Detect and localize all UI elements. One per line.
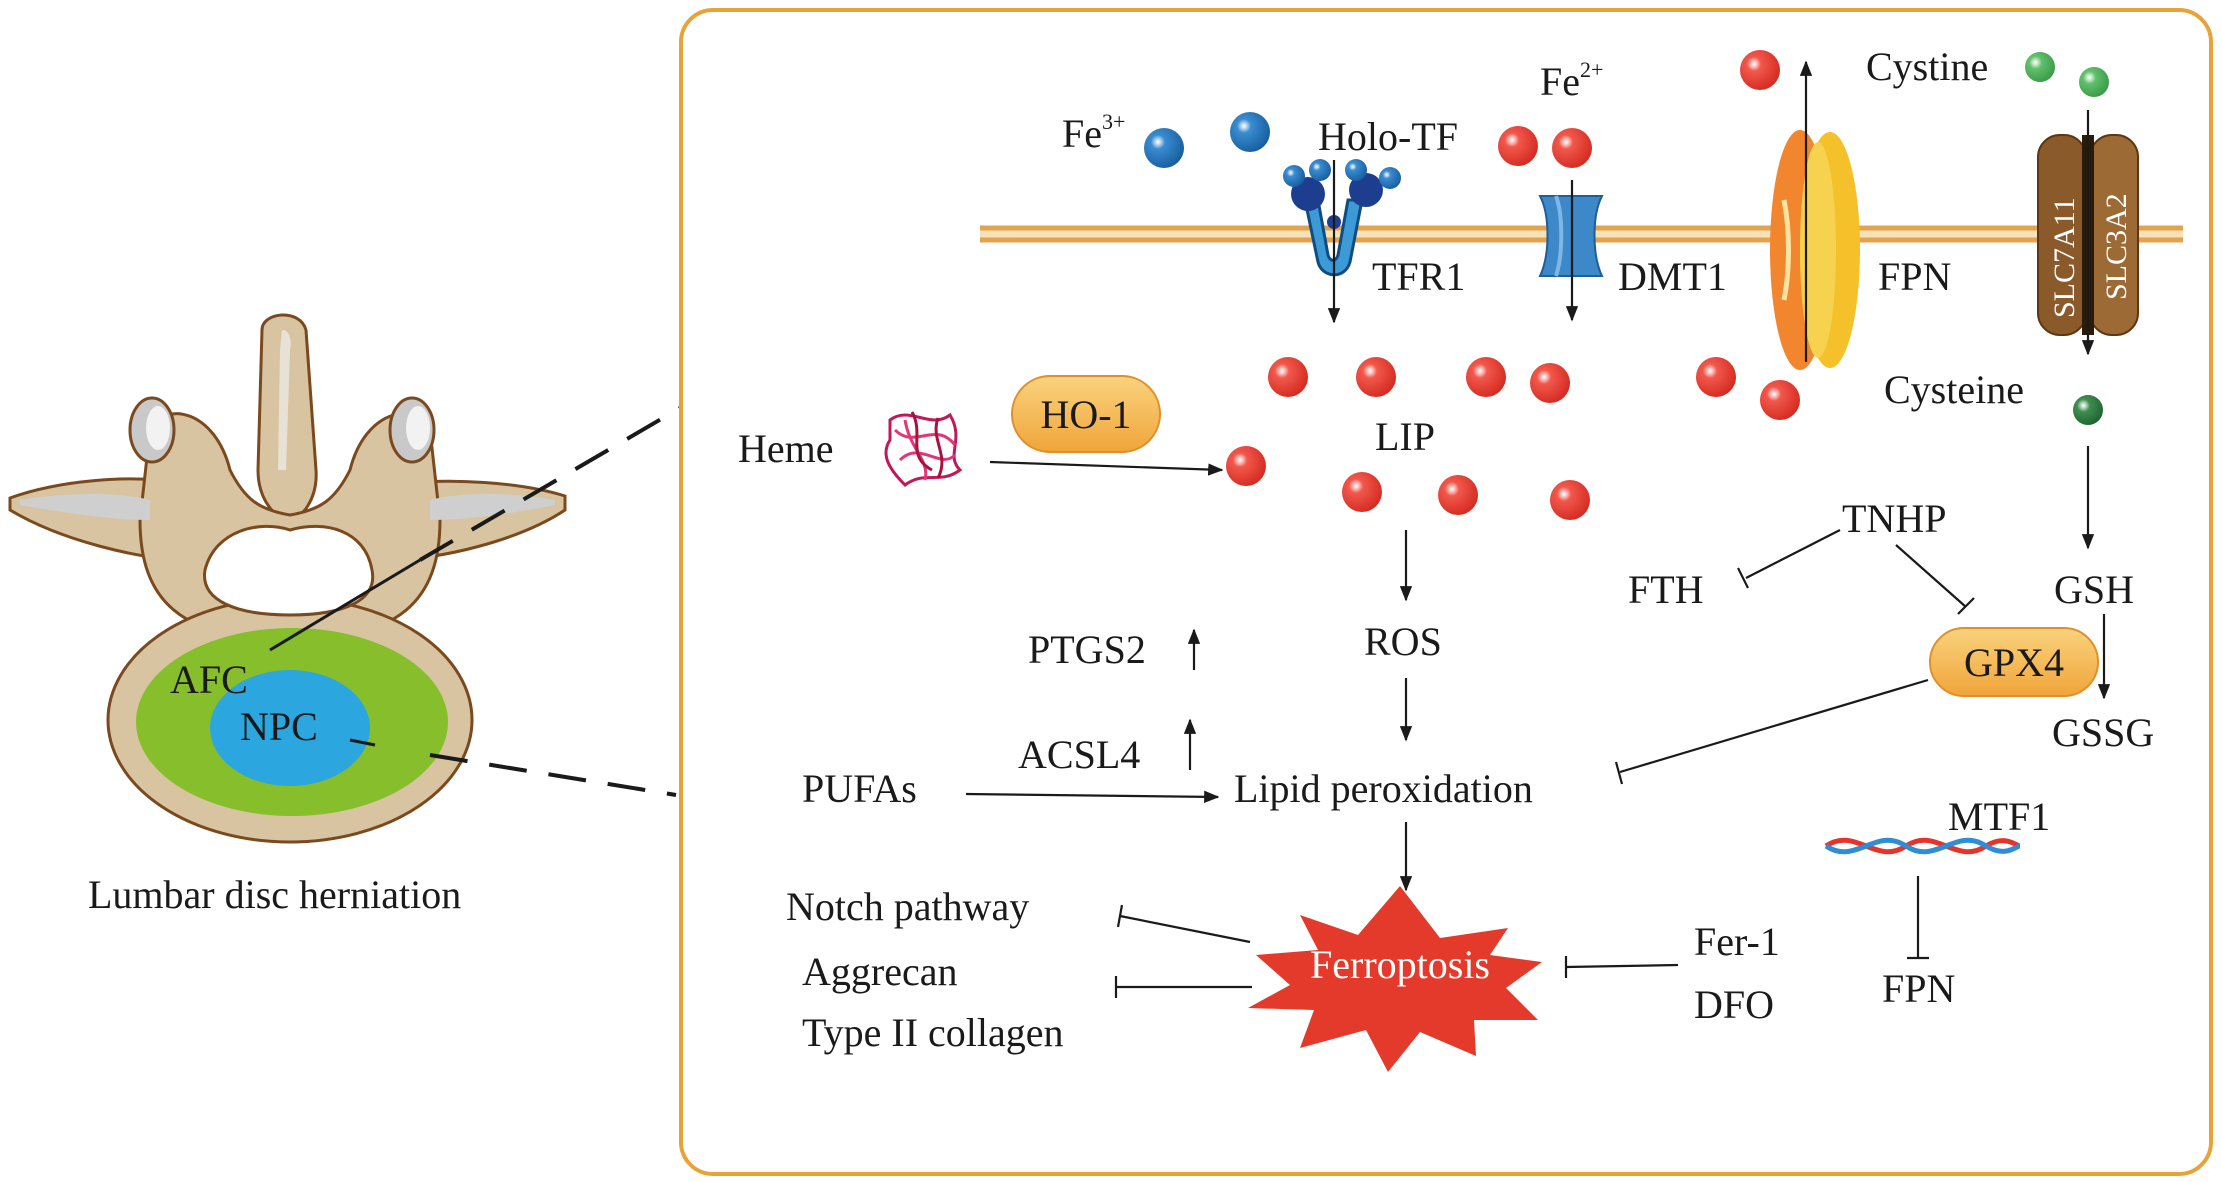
fe3-ion [1230, 112, 1270, 152]
lipid-peroxidation-label: Lipid peroxidation [1234, 766, 1533, 811]
cysteine-label: Cysteine [1884, 367, 2024, 412]
slc7a11-label: SLC7A11 [2048, 197, 2081, 318]
fe2-ion [1552, 128, 1592, 168]
vertebra-illustration: AFC NPC [8, 313, 567, 844]
cysteine-molecule [2073, 395, 2103, 425]
fe2-label: Fe2+ [1540, 57, 1603, 104]
dmt1-label: DMT1 [1618, 254, 1727, 299]
tfr1-receptor [1283, 159, 1401, 277]
gssg-label: GSSG [2052, 710, 2154, 755]
system-xc-transporter: SLC7A11 SLC3A2 [2037, 134, 2139, 336]
heme-molecule [884, 411, 963, 487]
dna-helix [1824, 837, 2021, 855]
cystine-molecule [2079, 67, 2109, 97]
heme-to-lip-arrow [989, 460, 1224, 476]
dfo-label: DFO [1694, 982, 1774, 1027]
notch-pathway-label: Notch pathway [786, 884, 1029, 929]
fer1-label: Fer-1 [1694, 919, 1780, 964]
heme-label: Heme [738, 426, 834, 471]
fe3-ion [1144, 128, 1184, 168]
tnhp-inhibits-fth [1737, 529, 1841, 589]
ho1-oval [1011, 375, 1161, 453]
lip-label: LIP [1375, 414, 1435, 459]
pufas-to-lipid-arrow [965, 790, 1220, 803]
acsl4-label: ACSL4 [1018, 732, 1140, 777]
gpx4-oval [1929, 627, 2099, 697]
ferroptosis-burst [1248, 886, 1542, 1072]
holo-tf-label: Holo-TF [1318, 114, 1458, 159]
fth-label: FTH [1628, 567, 1704, 612]
ho1-label: HO-1 [1040, 392, 1131, 437]
zoom-line-bottom [429, 753, 677, 797]
pufas-label: PUFAs [802, 766, 917, 811]
cystine-molecule [2025, 52, 2055, 82]
fer1-dfo-inhibit-ferroptosis [1564, 956, 1679, 978]
type-ii-collagen-label: Type II collagen [802, 1010, 1064, 1055]
afc-label: AFC [170, 657, 248, 702]
ferroptosis-inhibits-notch [1116, 904, 1251, 944]
gsh-label: GSH [2054, 567, 2134, 612]
gpx4-label: GPX4 [1964, 640, 2064, 685]
tnhp-inhibits-gpx4 [1895, 544, 1975, 615]
aggrecan-label: Aggrecan [802, 949, 957, 994]
ros-label: ROS [1364, 619, 1442, 664]
fpn-exporter [1770, 130, 1860, 370]
fe2-ion [1498, 126, 1538, 166]
caption-lumbar-disc-herniation: Lumbar disc herniation [88, 872, 461, 917]
labile-iron-pool [1226, 357, 1800, 520]
fe3-label: Fe3+ [1062, 109, 1125, 156]
cystine-label: Cystine [1866, 44, 1988, 89]
mtf1-label: MTF1 [1948, 794, 2050, 839]
ferroptosis-inhibits-ecm [1114, 976, 1252, 998]
zoom-line-top [418, 406, 682, 562]
fpn-bottom-label: FPN [1882, 966, 1955, 1011]
tfr1-label: TFR1 [1372, 254, 1465, 299]
fpn-top-label: FPN [1878, 254, 1951, 299]
ptgs2-label: PTGS2 [1028, 627, 1146, 672]
fe2-ion [1740, 50, 1780, 90]
gpx4-inhibits-lipid-peroxidation [1614, 678, 1929, 785]
mtf1-inhibits-fpn [1907, 876, 1929, 960]
npc-label: NPC [240, 704, 318, 749]
tnhp-label: TNHP [1842, 496, 1946, 541]
slc3a2-label: SLC3A2 [2100, 193, 2133, 300]
ferroptosis-label: Ferroptosis [1310, 942, 1490, 987]
